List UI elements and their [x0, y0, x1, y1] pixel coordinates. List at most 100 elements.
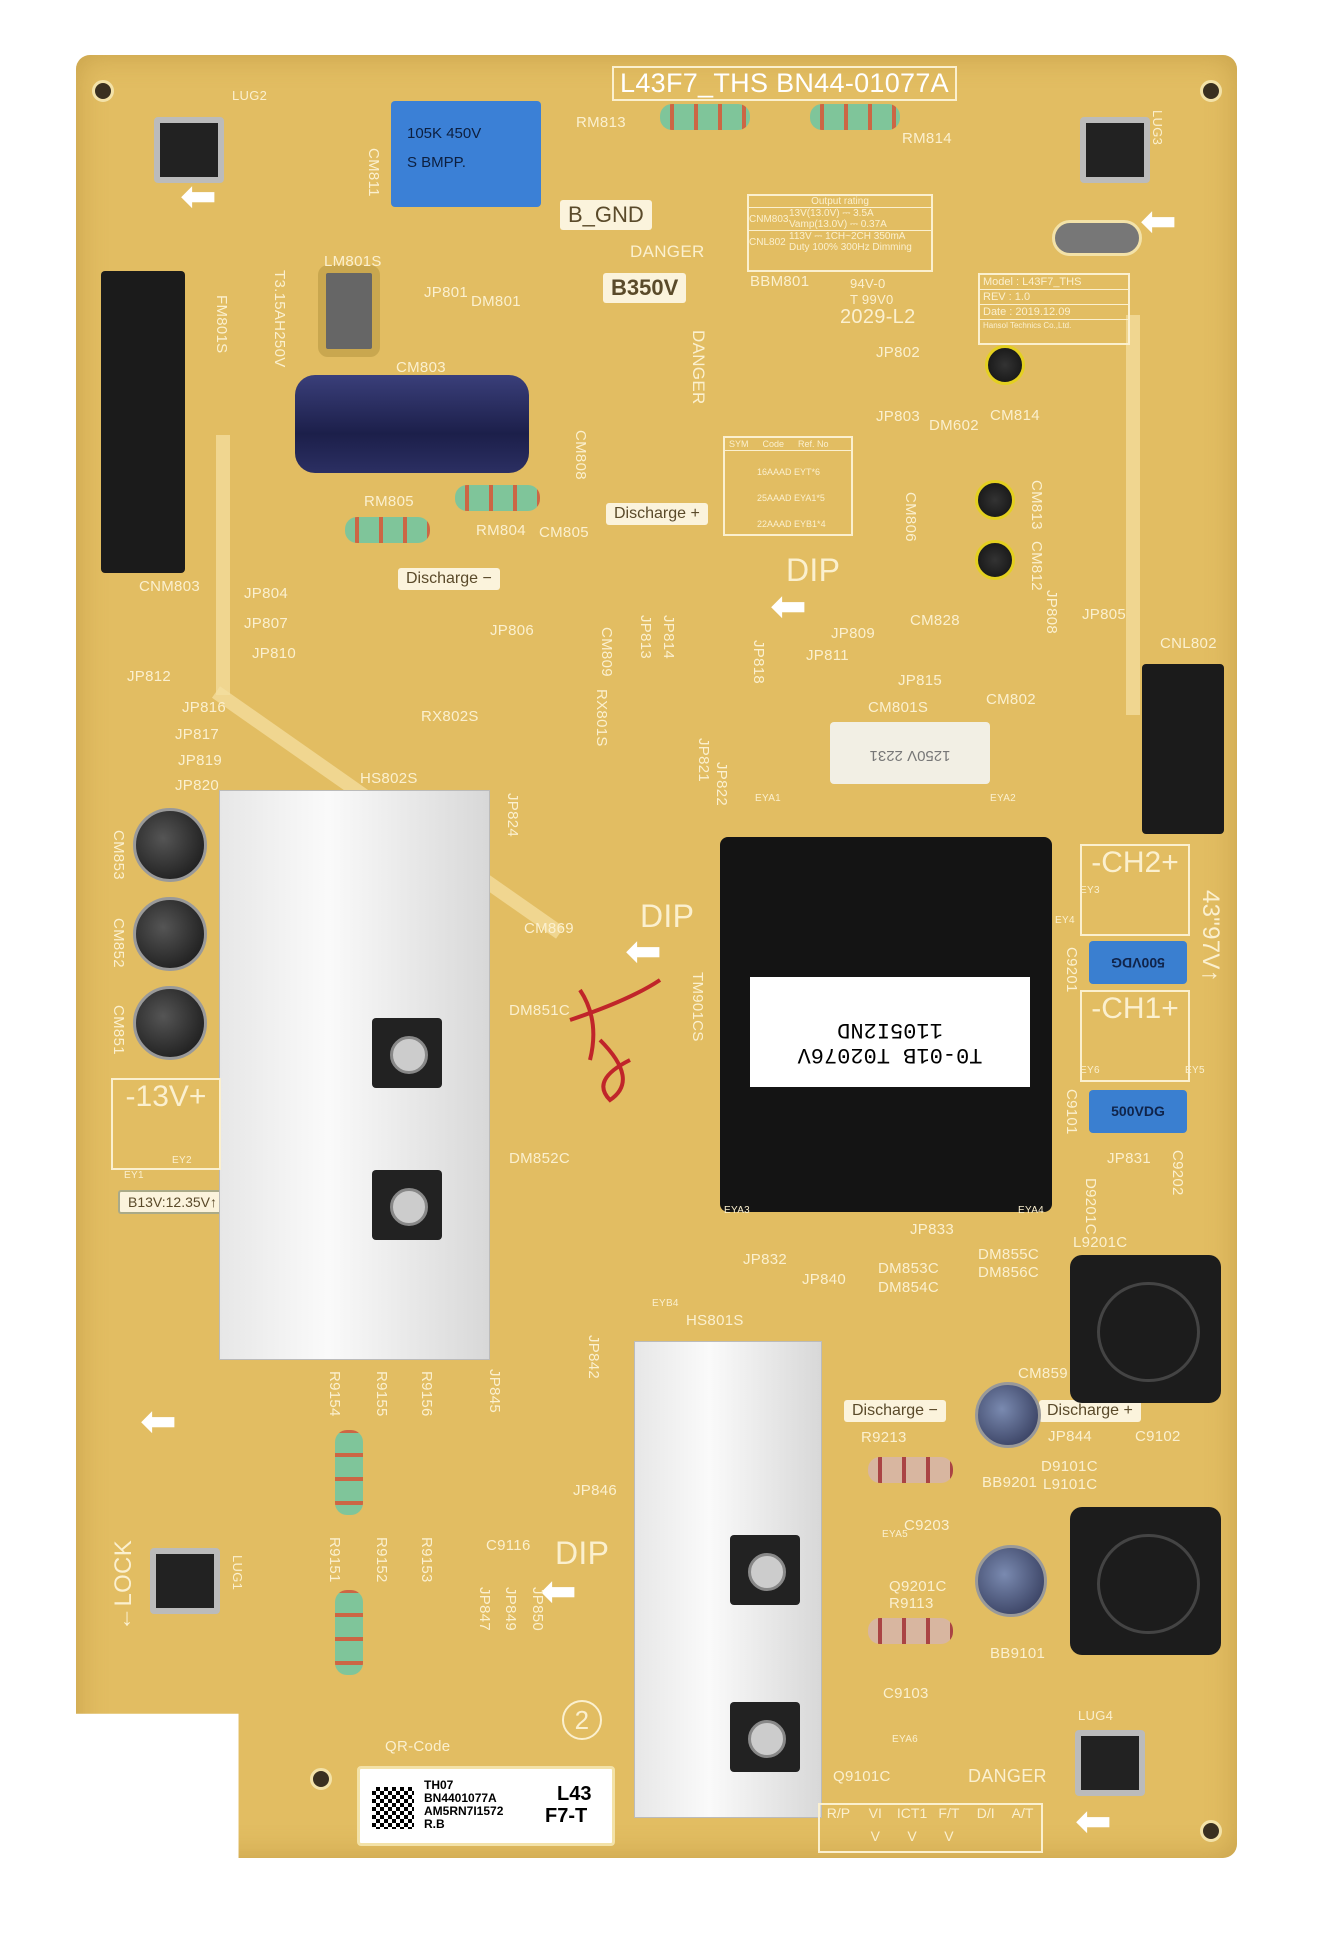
conn-name: CNL802: [749, 237, 786, 248]
ref-designator-jp819: JP819: [178, 752, 223, 769]
rating-line: Duty 100% 300Hz Dimming: [789, 242, 912, 253]
ref-designator-cm805: CM805: [539, 524, 589, 541]
ref-designator-t315ah250v: T3.15AH250V: [271, 270, 288, 368]
qr-line: R.B: [424, 1817, 445, 1831]
date-code: 2029-L2: [840, 306, 916, 328]
sym-code: 16AAAD: [757, 467, 792, 477]
ref-designator-jp849: JP849: [502, 1587, 519, 1632]
ref-designator-q9201c: Q9201C: [889, 1578, 947, 1595]
ref-designator-dm602: DM602: [929, 417, 979, 434]
circle-number: 2: [562, 1700, 602, 1740]
lug-1: [150, 1548, 220, 1614]
ref-designator-rm805: RM805: [364, 493, 414, 510]
ref-designator-eyb4: EYB4: [652, 1298, 679, 1309]
ref-designator-r9152: R9152: [373, 1537, 390, 1583]
ref-designator-r9156: R9156: [418, 1371, 435, 1417]
ref-designator-jp842: JP842: [585, 1335, 602, 1380]
ref-designator-rx801s: RX801S: [593, 689, 610, 747]
ref-designator-hs801s: HS801S: [686, 1312, 744, 1329]
lug-2: [154, 117, 224, 183]
capacitor-c9201: 500VDG: [1089, 941, 1187, 984]
check-header: F/T: [938, 1805, 960, 1821]
check-mark: [1004, 1828, 1041, 1851]
arrow-left-icon: ⬅: [1140, 197, 1177, 246]
trace: [1126, 315, 1140, 715]
ref-designator-c9102: C9102: [1135, 1428, 1181, 1445]
ref-designator-ey4: EY4: [1055, 915, 1075, 926]
danger-label: DANGER: [689, 330, 708, 405]
ch2-label: -CH2+: [1091, 846, 1179, 879]
connector-cnm803: [101, 271, 185, 573]
capacitor-cm813: [975, 480, 1015, 520]
ref-designator-jp808: JP808: [1043, 590, 1060, 635]
check-mark: [820, 1828, 857, 1851]
ref-designator-cm811: CM811: [365, 148, 382, 197]
mounting-hole: [1200, 1820, 1222, 1842]
discharge-minus-label: Discharge −: [398, 568, 500, 590]
ref-designator-jp815: JP815: [898, 672, 943, 689]
mounting-hole: [310, 1768, 332, 1790]
ref-designator-cm803: CM803: [396, 359, 446, 376]
ref-designator-c9201: C9201: [1063, 947, 1080, 993]
ref-designator-q9101c: Q9101C: [833, 1768, 891, 1785]
qr-label-sticker: TH07 BN4401077A AM5RN7I1572 R.B L43 F7-T: [357, 1766, 615, 1846]
ref-designator-dm854c: DM854C: [878, 1279, 939, 1296]
ref-designator-jp801: JP801: [424, 284, 469, 301]
discharge-plus-label: Discharge +: [1039, 1400, 1141, 1422]
ref-designator-eya6: EYA6: [892, 1734, 919, 1745]
ref-designator-c9103: C9103: [883, 1685, 929, 1702]
ref-designator-cm859: CM859: [1018, 1365, 1068, 1382]
ref-designator-cm828: CM828: [910, 612, 960, 629]
lock-label: ←LOCK: [110, 1540, 137, 1631]
ref-designator-jp831: JP831: [1107, 1150, 1152, 1167]
ref-designator-jp840: JP840: [802, 1271, 847, 1288]
ref-designator-l9101c: L9101C: [1043, 1476, 1098, 1493]
ref-designator-rx802s: RX802S: [421, 708, 479, 725]
ref-designator-d9201c: D9201C: [1082, 1178, 1099, 1235]
ref-designator-jp847: JP847: [476, 1587, 493, 1632]
danger-label: DANGER: [968, 1766, 1047, 1786]
check-header: VI: [868, 1805, 882, 1821]
capacitor-cm851: [133, 986, 207, 1060]
check-header: ICT1: [896, 1805, 928, 1821]
arrow-left-icon: ⬅: [770, 582, 807, 631]
model-text: Model : L43F7_THS: [980, 275, 1128, 290]
ref-designator-dm852c: DM852C: [509, 1150, 570, 1167]
ref-designator-dm801: DM801: [471, 293, 521, 310]
ref-designator-bb9101: BB9101: [990, 1645, 1046, 1662]
ref-designator-c9203: C9203: [904, 1517, 950, 1534]
ref-designator-jp812: JP812: [127, 668, 172, 685]
maker-text: Hansol Technics Co.,Ltd.: [983, 321, 1072, 330]
qr-line: AM5RN7I1572: [424, 1804, 504, 1818]
sym-ref: EYA1*5: [794, 493, 825, 503]
ref-designator-cm806: CM806: [902, 492, 919, 542]
connector-cnl802: [1142, 664, 1224, 834]
ref-designator-cm812: CM812: [1028, 541, 1045, 591]
b-gnd-label: B_GND: [560, 200, 652, 230]
cap-type: S BMPP.: [407, 154, 466, 171]
ref-designator-eya3: EYA3: [724, 1205, 751, 1216]
lug-label: LUG1: [230, 1555, 245, 1591]
ref-designator-rm814: RM814: [902, 130, 952, 147]
ref-designator-jp809: JP809: [831, 625, 876, 642]
capacitor-cm801s: 1250V 2231: [830, 722, 990, 784]
v13-output-box: -13V+: [111, 1078, 221, 1170]
mosfet: [372, 1018, 442, 1088]
ref-designator-cm852: CM852: [110, 918, 127, 968]
sym-header: SYM: [729, 439, 749, 449]
lug-4: [1075, 1730, 1145, 1796]
dip-label: DIP: [555, 1535, 610, 1571]
ref-designator-jp824: JP824: [504, 793, 521, 838]
ref-designator-ey1: EY1: [124, 1170, 144, 1181]
transformer-code: 1105I2ND: [837, 1017, 943, 1042]
model-info-box: Model : L43F7_THS REV : 1.0 Date : 2019.…: [978, 273, 1130, 345]
ref-designator-eya5: EYA5: [882, 1529, 909, 1540]
ref-designator-rm813: RM813: [576, 114, 626, 131]
handwritten-mark: [569, 978, 662, 1103]
lug-3: [1080, 117, 1150, 183]
ref-designator-hs802s: HS802S: [360, 770, 418, 787]
capacitor-c9101: 500VDG: [1089, 1090, 1187, 1133]
ref-designator-jp811: JP811: [806, 647, 849, 664]
